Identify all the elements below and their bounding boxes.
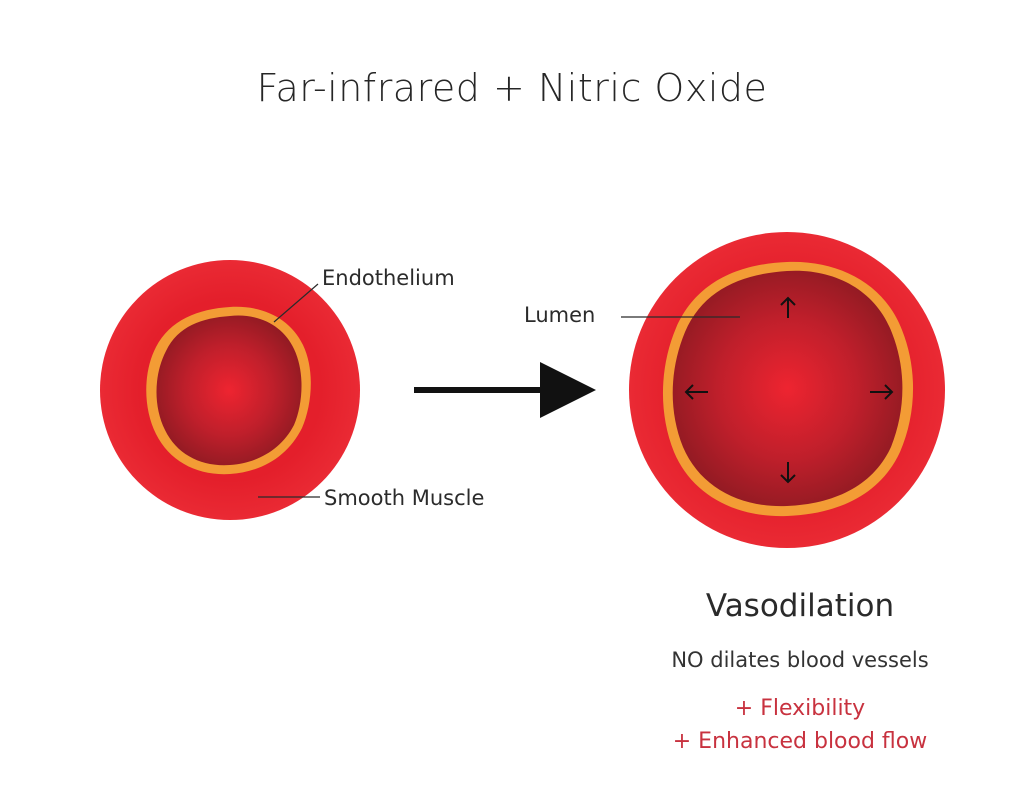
vessel-dilated — [621, 232, 945, 548]
arrow-down-icon — [780, 462, 796, 484]
arrow-right-small-icon — [870, 384, 894, 400]
label-lumen: Lumen — [524, 303, 596, 327]
arrow-up-icon — [780, 296, 796, 318]
endothelium-pointer — [273, 283, 319, 323]
arrow-right-icon — [414, 362, 596, 418]
result-description: NO dilates blood vessels — [671, 648, 929, 672]
lumen-area — [156, 315, 302, 466]
page-title: Far-infrared + Nitric Oxide — [256, 66, 768, 110]
label-endothelium: Endothelium — [322, 266, 455, 290]
arrow-left-icon — [684, 384, 708, 400]
label-smooth-muscle: Smooth Muscle — [324, 486, 485, 510]
result-heading: Vasodilation — [705, 588, 895, 624]
benefit-blood-flow: + Enhanced blood flow — [672, 729, 928, 754]
lumen-area-dilated — [672, 270, 903, 507]
vessel-constricted — [100, 260, 360, 520]
benefit-flexibility: + Flexibility — [734, 696, 866, 721]
